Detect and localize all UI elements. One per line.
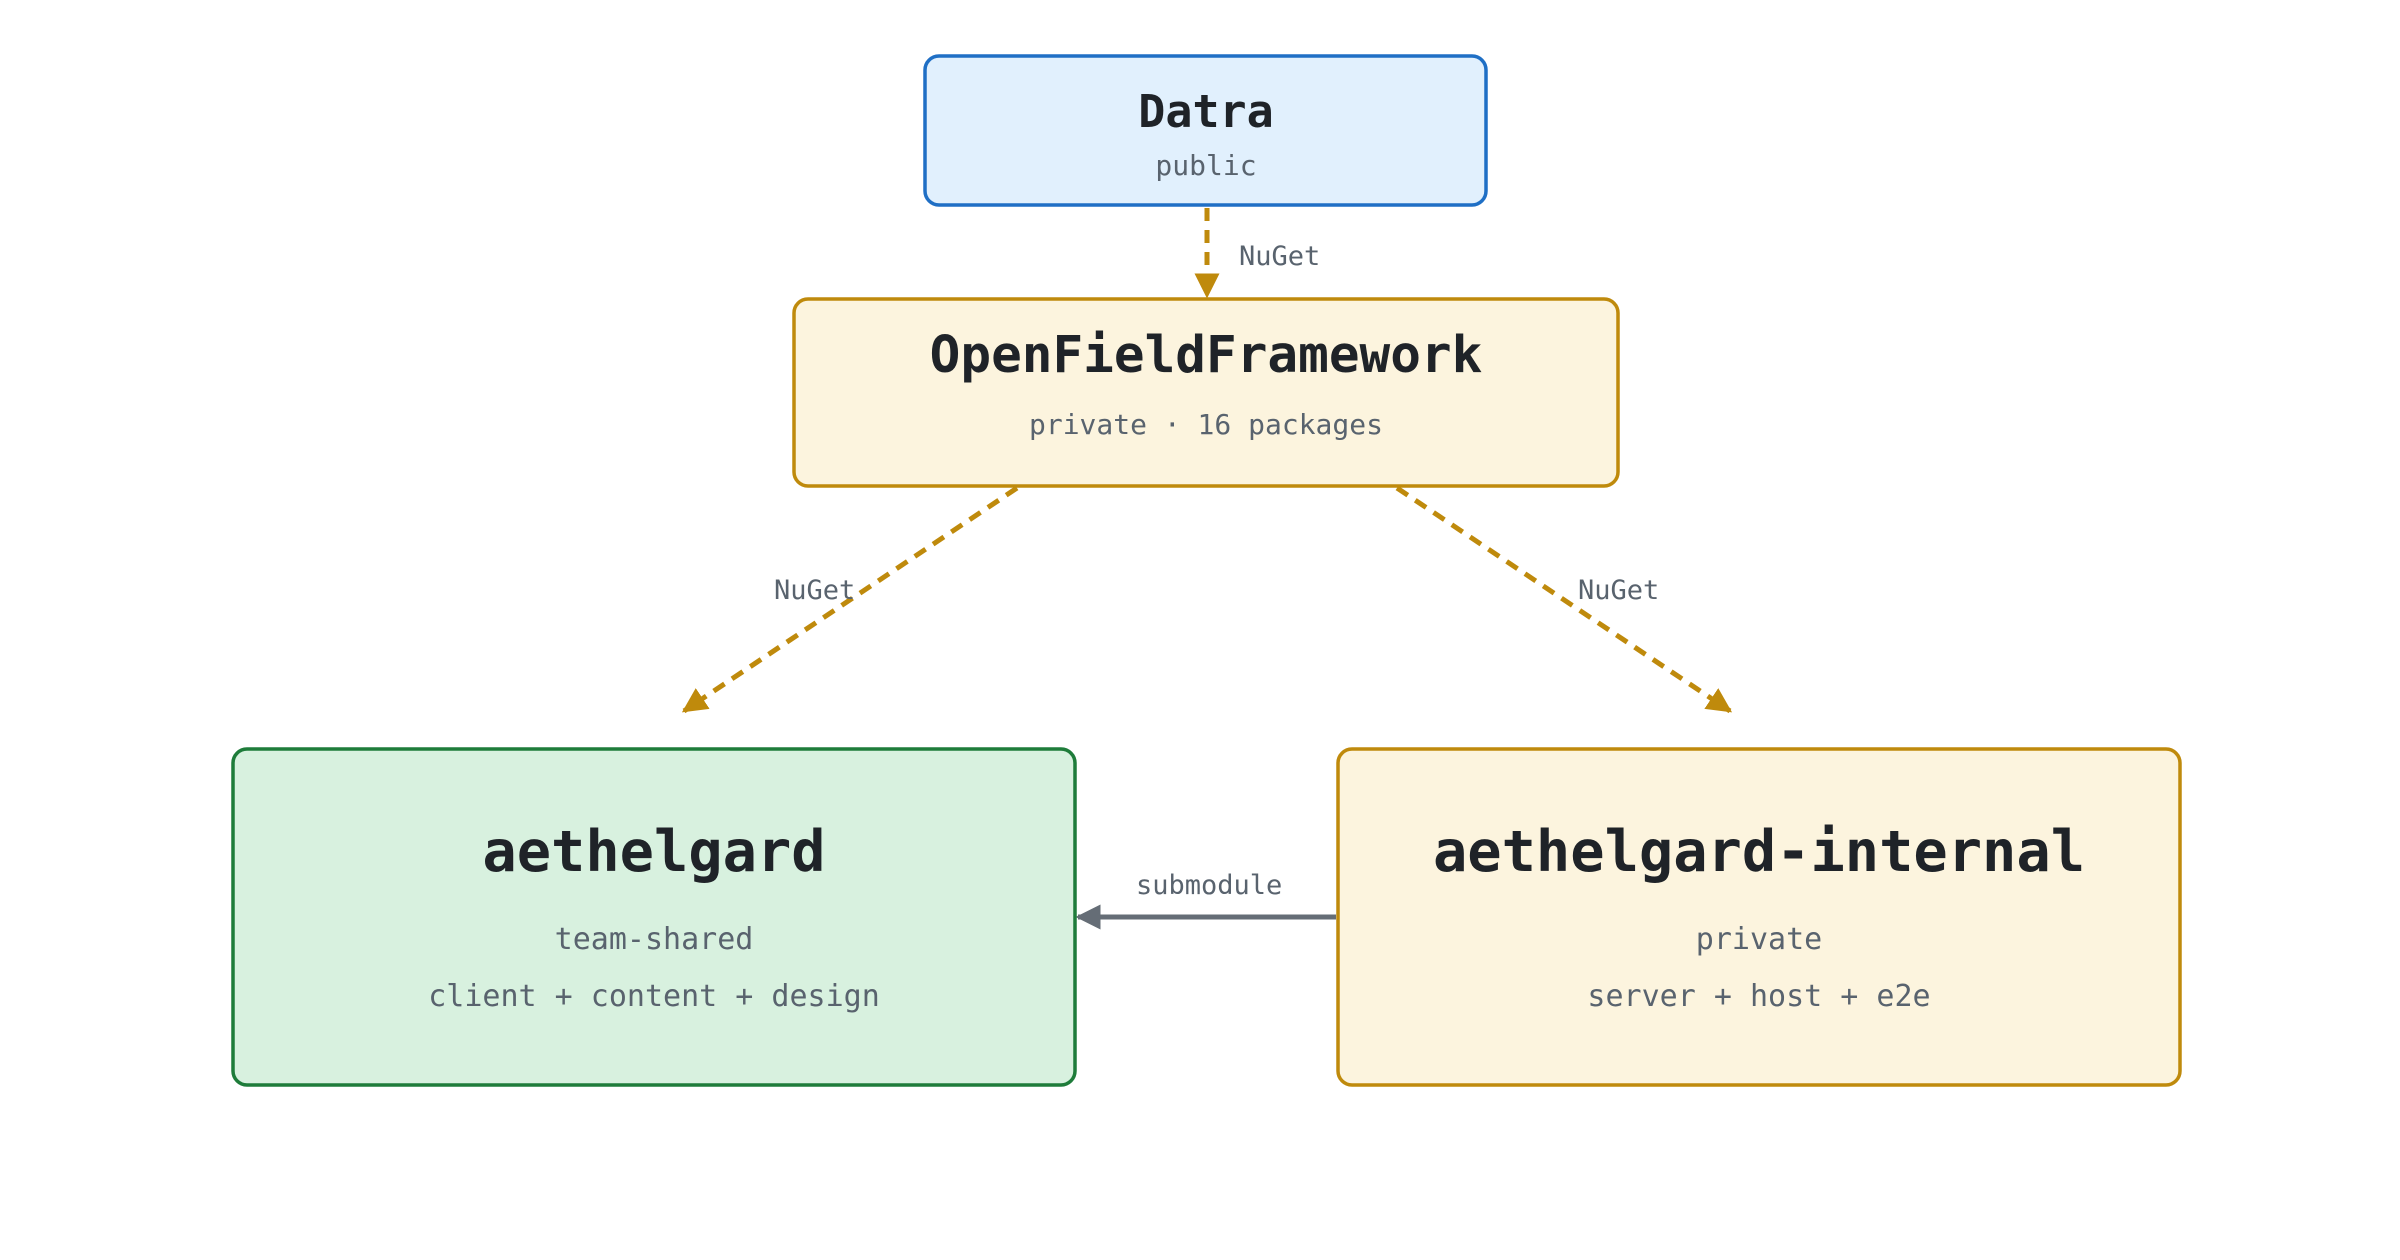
node-visibility: private	[1696, 922, 1822, 957]
node-aethelgard-internal[interactable]: aethelgard-internal private server + hos…	[1336, 747, 2182, 1087]
node-datra[interactable]: Datra public	[923, 54, 1488, 207]
node-title: aethelgard-internal	[1433, 819, 2085, 885]
edge-openfield-to-internal: NuGet	[1395, 485, 1733, 714]
edge-datra-to-openfield: NuGet	[1194, 208, 1320, 299]
edge-internal-to-aethelgard: submodule	[1075, 870, 1336, 930]
edge-line-nuget	[681, 485, 1019, 714]
node-contents: server + host + e2e	[1587, 979, 1930, 1014]
edge-label-nuget: NuGet	[1239, 241, 1320, 272]
node-title: Datra	[1138, 85, 1273, 138]
edge-openfield-to-aethelgard: NuGet	[681, 485, 1019, 714]
edge-label-submodule: submodule	[1136, 870, 1282, 901]
node-box	[923, 54, 1488, 207]
node-aethelgard[interactable]: aethelgard team-shared client + content …	[231, 747, 1077, 1087]
node-openfieldframework[interactable]: OpenFieldFramework private · 16 packages	[792, 297, 1620, 488]
edge-label-nuget: NuGet	[774, 575, 855, 606]
node-title: OpenFieldFramework	[930, 326, 1483, 385]
edge-line-nuget	[1395, 485, 1733, 714]
edge-label-nuget: NuGet	[1578, 575, 1659, 606]
node-visibility: team-shared	[555, 922, 754, 957]
node-box	[231, 747, 1077, 1087]
node-visibility: private · 16 packages	[1029, 408, 1383, 441]
node-title: aethelgard	[482, 819, 825, 885]
node-contents: client + content + design	[428, 979, 880, 1014]
node-visibility: public	[1155, 149, 1256, 182]
node-box	[1336, 747, 2182, 1087]
node-box	[792, 297, 1620, 488]
